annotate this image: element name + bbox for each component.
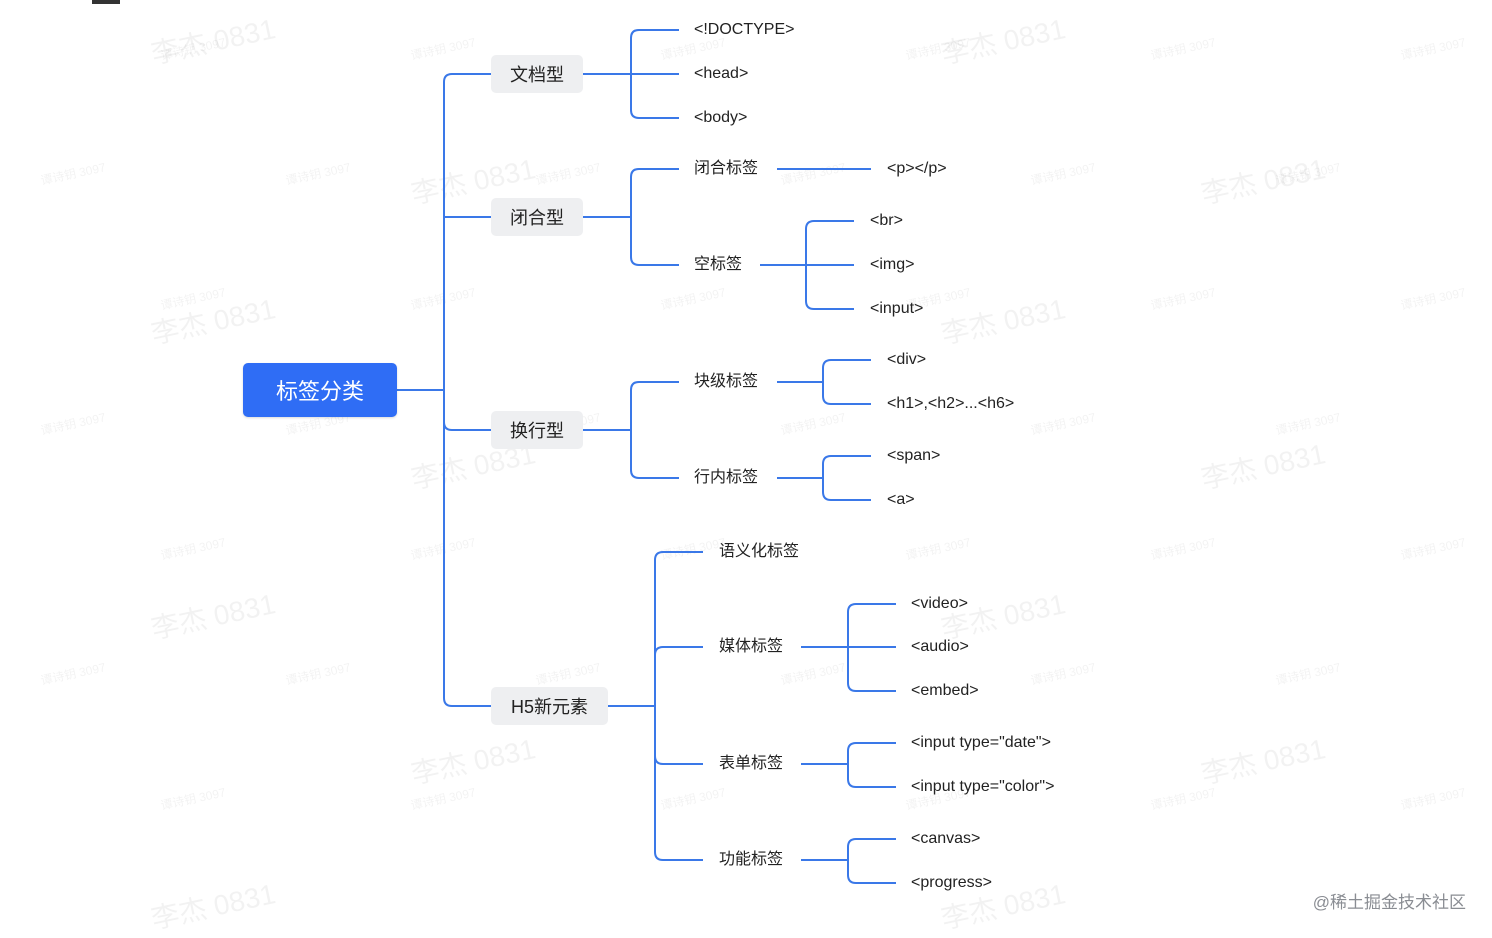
subcategory-node[interactable]: 块级标签 xyxy=(694,373,759,390)
leaf-node[interactable]: <img> xyxy=(870,256,915,273)
connector xyxy=(847,742,896,752)
leaf-node[interactable]: <!DOCTYPE> xyxy=(694,21,795,38)
leaf-node[interactable]: <audio> xyxy=(911,638,969,655)
connector xyxy=(630,469,679,479)
connector xyxy=(630,256,679,266)
connector xyxy=(654,755,703,765)
connector xyxy=(654,551,703,561)
connector xyxy=(847,682,896,692)
category-node-closure[interactable]: 闭合型 xyxy=(491,198,583,236)
connector xyxy=(822,359,871,369)
subcategory-node[interactable]: 行内标签 xyxy=(694,469,759,486)
connector xyxy=(805,300,854,310)
leaf-node[interactable]: <progress> xyxy=(911,874,992,891)
leaf-node[interactable]: <div> xyxy=(887,351,927,368)
subcategory-node[interactable]: 闭合标签 xyxy=(694,160,759,177)
subcategory-node[interactable]: 功能标签 xyxy=(719,851,784,868)
connector xyxy=(630,381,679,391)
connector xyxy=(630,109,679,119)
connector xyxy=(847,778,896,788)
root-node[interactable]: 标签分类 xyxy=(243,363,397,417)
connector xyxy=(630,29,679,39)
subcategory-node[interactable]: 空标签 xyxy=(694,256,743,273)
subcategory-node[interactable]: 语义化标签 xyxy=(719,543,800,560)
connector xyxy=(443,73,491,83)
leaf-node[interactable]: <input type="color"> xyxy=(911,778,1055,795)
connector xyxy=(822,395,871,405)
leaf-node[interactable]: <span> xyxy=(887,447,941,464)
connector xyxy=(630,168,679,178)
leaf-node[interactable]: <canvas> xyxy=(911,830,981,847)
leaf-node[interactable]: <head> xyxy=(694,65,749,82)
leaf-node[interactable]: <input type="date"> xyxy=(911,734,1051,751)
subcategory-node[interactable]: 媒体标签 xyxy=(719,638,784,655)
leaf-node[interactable]: <p></p> xyxy=(887,160,947,177)
category-node-document[interactable]: 文档型 xyxy=(491,55,583,93)
connector xyxy=(443,697,491,707)
connector xyxy=(805,220,854,230)
leaf-node[interactable]: <input> xyxy=(870,300,924,317)
leaf-node[interactable]: <a> xyxy=(887,491,915,508)
connector xyxy=(822,455,871,465)
connector xyxy=(654,646,703,656)
corner-mark xyxy=(92,0,120,4)
category-node-line-break[interactable]: 换行型 xyxy=(491,411,583,449)
source-credit: @稀土掘金技术社区 xyxy=(1312,893,1466,912)
leaf-node[interactable]: <h1>,<h2>...<h6> xyxy=(887,395,1015,412)
connector xyxy=(847,603,896,613)
connector xyxy=(654,851,703,861)
connector xyxy=(443,421,491,431)
leaf-node[interactable]: <video> xyxy=(911,595,968,612)
connector xyxy=(847,874,896,884)
subcategory-node[interactable]: 表单标签 xyxy=(719,755,784,772)
leaf-node[interactable]: <body> xyxy=(694,109,748,126)
leaf-node[interactable]: <embed> xyxy=(911,682,979,699)
connector xyxy=(847,838,896,848)
leaf-node[interactable]: <br> xyxy=(870,212,903,229)
category-node-h5[interactable]: H5新元素 xyxy=(491,687,608,725)
connector xyxy=(822,491,871,501)
